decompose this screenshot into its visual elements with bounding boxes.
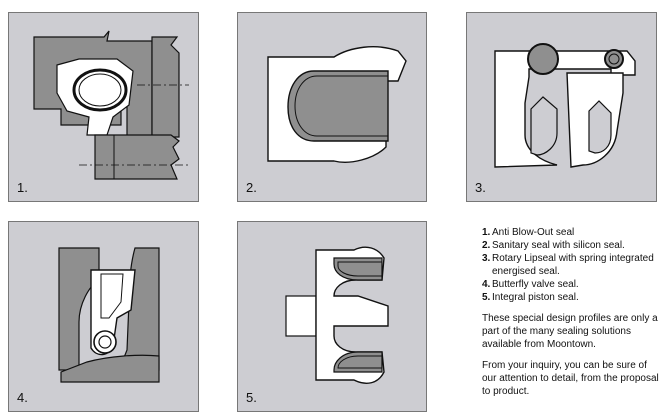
butterfly-valve-seal-drawing	[58, 247, 160, 383]
diagram-panel-4: 4.	[8, 221, 199, 412]
description-paragraph: These special design profiles are only a…	[482, 313, 658, 350]
legend-item: 4.Butterfly valve seal.	[482, 279, 579, 290]
panel-number: 5.	[246, 390, 257, 405]
legend-item: 2.Sanitary seal with silicon seal.	[482, 240, 625, 251]
panel-number: 4.	[17, 390, 28, 405]
integral-piston-seal-drawing	[285, 246, 389, 384]
seal-legend: 1.Anti Blow-Out seal 2.Sanitary seal wit…	[482, 226, 662, 398]
panel-number: 3.	[475, 180, 486, 195]
legend-item: 3.Rotary Lipseal with spring integrated …	[482, 253, 654, 277]
contact-paragraph: From your inquiry, you can be sure of ou…	[482, 360, 659, 397]
rotary-lipseal-drawing	[494, 43, 636, 168]
panel-number: 1.	[17, 180, 28, 195]
legend-list: 1.Anti Blow-Out seal 2.Sanitary seal wit…	[482, 226, 662, 304]
diagram-panel-1: 1.	[8, 12, 199, 202]
diagram-panel-5: 5.	[237, 221, 427, 412]
legend-item: 1.Anti Blow-Out seal	[482, 227, 575, 238]
panel-number: 2.	[246, 180, 257, 195]
anti-blow-out-seal-drawing	[33, 30, 189, 180]
diagram-panel-3: 3.	[466, 12, 657, 202]
sanitary-seal-drawing	[267, 46, 407, 163]
legend-item: 5.Integral piston seal.	[482, 292, 579, 303]
diagram-panel-2: 2.	[237, 12, 427, 202]
